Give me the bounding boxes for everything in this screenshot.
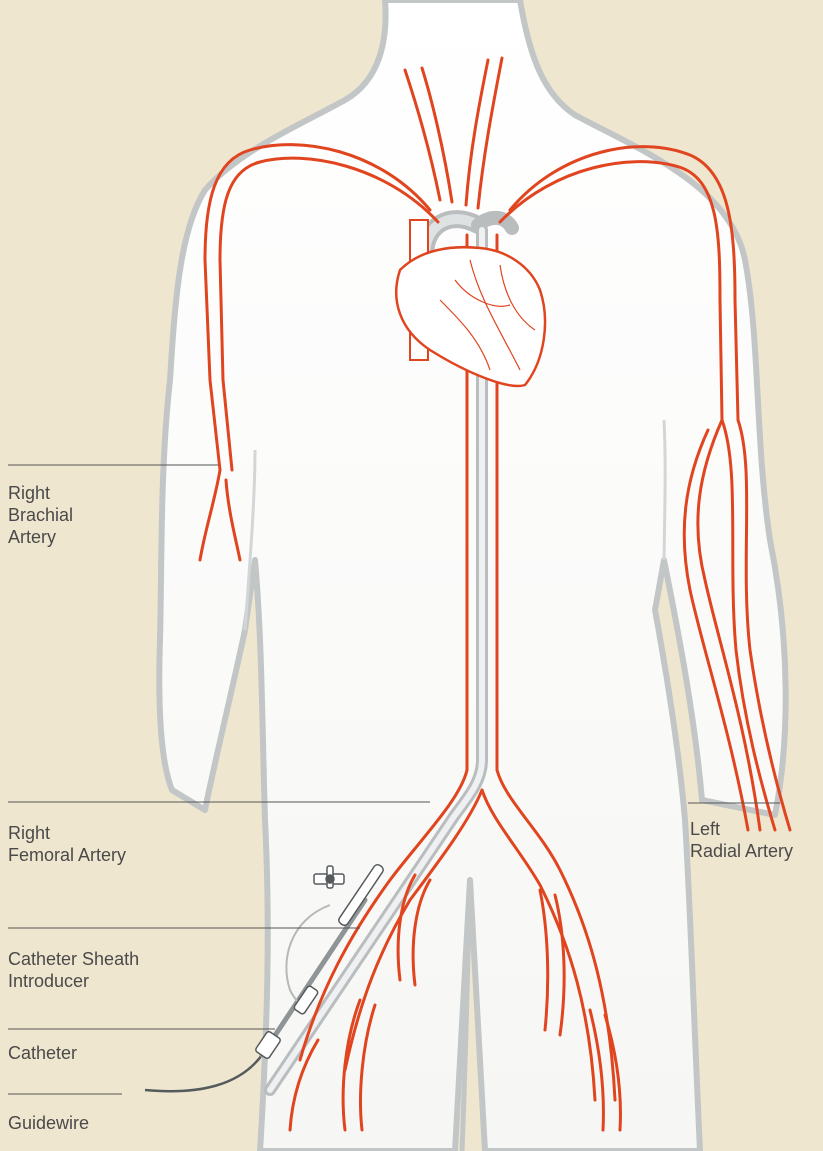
label-catheter-sheath-introducer: Catheter Sheath Introducer (8, 948, 139, 992)
label-line: Right (8, 822, 126, 844)
label-right-femoral-artery: Right Femoral Artery (8, 822, 126, 866)
label-line: Left (690, 818, 793, 840)
label-line: Catheter Sheath (8, 948, 139, 970)
label-line: Introducer (8, 970, 139, 992)
label-line: Catheter (8, 1042, 77, 1064)
label-line: Right (8, 482, 73, 504)
label-left-radial-artery: Left Radial Artery (690, 818, 793, 862)
label-guidewire: Guidewire (8, 1112, 89, 1134)
label-line: Artery (8, 526, 73, 548)
label-catheter: Catheter (8, 1042, 77, 1064)
label-right-brachial-artery: Right Brachial Artery (8, 482, 73, 548)
label-line: Brachial (8, 504, 73, 526)
guidewire-line (145, 1055, 262, 1091)
label-line: Femoral Artery (8, 844, 126, 866)
label-line: Radial Artery (690, 840, 793, 862)
label-line: Guidewire (8, 1112, 89, 1134)
